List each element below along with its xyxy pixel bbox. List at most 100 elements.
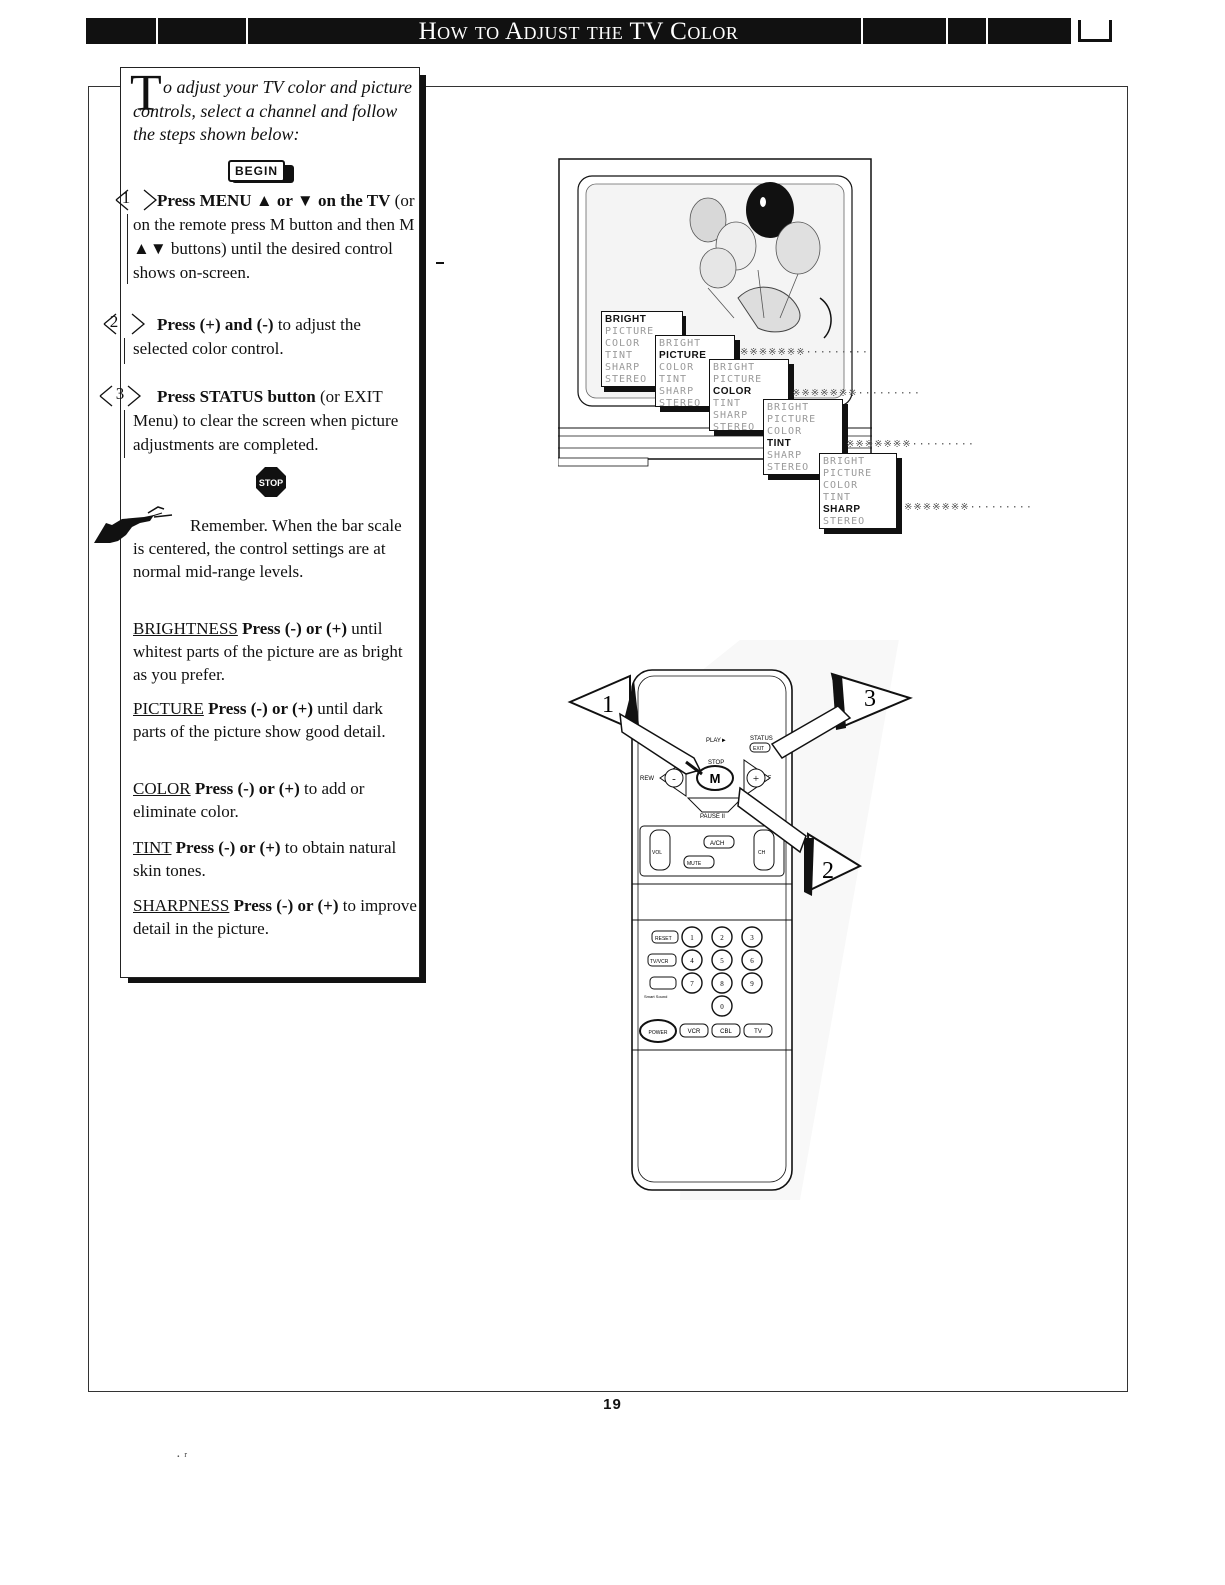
content-frame	[88, 86, 1128, 1392]
menu-item: SHARP	[659, 386, 695, 397]
key-digit: 2	[720, 934, 724, 942]
remote-label-pause: PAUSE II	[700, 814, 725, 820]
menu-color: BRIGHT PICTURE COLOR TINT SHARP STEREO	[709, 359, 789, 433]
control-description: until dark parts of the picture show goo…	[133, 699, 386, 741]
menu-item: STEREO	[659, 398, 702, 409]
menu-item: TINT	[605, 350, 634, 361]
remote-label-exit: EXIT	[753, 746, 764, 752]
bar-scale: ※※※※※※※·········	[740, 347, 869, 358]
control-action: Press (-) or (+)	[242, 619, 347, 638]
step-1-bold: Press MENU ▲ or ▼ on the TV	[157, 191, 391, 210]
remote-label-power: POWER	[649, 1030, 668, 1036]
control-action: Press (-) or (+)	[194, 779, 300, 798]
bar-scale: ※※※※※※※·········	[792, 388, 921, 399]
page-title: How to Adjust the TV Color	[86, 18, 1071, 44]
stop-label: STOP	[259, 478, 283, 488]
callout-number: 3	[864, 686, 876, 712]
pointing-hand-icon	[94, 506, 173, 543]
menu-item-active: COLOR	[713, 386, 752, 397]
control-name: SHARPNESS	[133, 896, 230, 915]
step-3-text: Press STATUS button (or EXIT Menu) to cl…	[133, 385, 418, 457]
menu-item: COLOR	[823, 480, 859, 491]
menu-item-active: BRIGHT	[605, 314, 647, 325]
remote-label-reset: RESET	[655, 936, 672, 942]
keypad-digits: 1 2 3 4 5 6 7 8 9 0	[681, 926, 763, 1017]
begin-badge: BEGIN	[228, 160, 286, 182]
step-rule	[124, 338, 125, 364]
control-tint: TINT Press (-) or (+) to obtain natural …	[133, 836, 418, 882]
menu-item: BRIGHT	[823, 456, 866, 467]
menu-item: SHARP	[713, 410, 749, 421]
control-name: COLOR	[133, 779, 191, 798]
key-digit: 9	[750, 980, 754, 988]
control-name: BRIGHTNESS	[133, 619, 238, 638]
step-number: 2	[109, 312, 119, 331]
remote-label-mute: MUTE	[687, 861, 702, 867]
corner-bracket-mark	[1078, 20, 1112, 42]
menu-item: COLOR	[605, 338, 641, 349]
remote-label-tv: TV	[754, 1029, 762, 1035]
remote-label-vol: VOL	[652, 850, 662, 856]
remote-label-stop: STOP	[708, 760, 724, 766]
control-description: to improve detail in the picture.	[133, 896, 417, 938]
step-2-rest: to adjust the selected color control.	[133, 315, 361, 358]
key-digit: 5	[720, 957, 724, 965]
stop-sign-icon: STOP	[256, 467, 286, 497]
step-number: 3	[115, 384, 125, 403]
menu-item: PICTURE	[713, 374, 763, 385]
menu-sharp: BRIGHT PICTURE COLOR TINT SHARP STEREO	[819, 453, 897, 529]
step-2-text: Press (+) and (-) to adjust the selected…	[133, 313, 418, 361]
remote-label-rew: REW	[640, 776, 654, 782]
stray-mark: · ʳ	[176, 1450, 188, 1465]
callout-1: 1	[567, 674, 703, 776]
callout-number: 2	[822, 858, 834, 884]
key-digit: 8	[720, 980, 724, 988]
control-sharpness: SHARPNESS Press (-) or (+) to improve de…	[133, 894, 418, 940]
menu-item: BRIGHT	[659, 338, 702, 349]
step-3-rest: (or EXIT Menu) to clear the screen when …	[133, 387, 399, 454]
panel-shadow	[128, 977, 426, 983]
tick-mark	[436, 262, 444, 264]
menu-item-active: TINT	[767, 438, 792, 449]
menu-item-active: PICTURE	[659, 350, 707, 361]
menu-item: COLOR	[767, 426, 803, 437]
control-name: TINT	[133, 838, 172, 857]
callout-2: 2	[737, 786, 863, 896]
key-digit: 7	[690, 980, 694, 988]
remote-label-play: PLAY►	[706, 738, 727, 744]
menu-item: STEREO	[767, 462, 810, 473]
control-description: to add or eliminate color.	[133, 779, 365, 821]
control-action: Press (-) or (+)	[208, 699, 313, 718]
menu-item: TINT	[713, 398, 742, 409]
menu-item: PICTURE	[823, 468, 873, 479]
menu-item: TINT	[659, 374, 688, 385]
menu-item-active: SHARP	[823, 504, 861, 515]
control-name: PICTURE	[133, 699, 204, 718]
intro-text: o adjust your TV color and picture contr…	[133, 77, 412, 144]
menu-item: SHARP	[605, 362, 641, 373]
remote-minus-label: -	[672, 773, 676, 785]
control-action: Press (-) or (+)	[233, 896, 339, 915]
key-digit: 3	[750, 934, 754, 942]
remote-plus-label: +	[753, 773, 759, 785]
remote-label-ch: CH	[758, 850, 766, 856]
note-text: Remember. When the bar scale is centered…	[133, 516, 402, 581]
control-description: until whitest parts of the picture are a…	[133, 619, 403, 684]
callout-3: 3	[770, 672, 913, 759]
step-1-rest: (or on the remote press M button and the…	[133, 191, 415, 282]
menu-item: STEREO	[823, 516, 866, 527]
menu-item: PICTURE	[767, 414, 817, 425]
menu-item: COLOR	[659, 362, 695, 373]
instruction-panel	[120, 67, 420, 978]
menu-item: STEREO	[605, 374, 648, 385]
control-brightness: BRIGHTNESS Press (-) or (+) until whites…	[133, 617, 418, 686]
step-rule	[127, 214, 128, 284]
bar-scale: ※※※※※※※·········	[846, 439, 975, 450]
menu-item: BRIGHT	[767, 402, 810, 413]
remote-control-illustration: PLAY► STATUS EXIT REW FF STOP PAUSE II -…	[567, 640, 913, 1200]
remote-label-status: STATUS	[750, 736, 773, 742]
panel-shadow	[419, 75, 426, 983]
remote-label-vcr: VCR	[688, 1029, 701, 1035]
step-rule	[124, 410, 125, 458]
key-digit: 4	[690, 957, 694, 965]
